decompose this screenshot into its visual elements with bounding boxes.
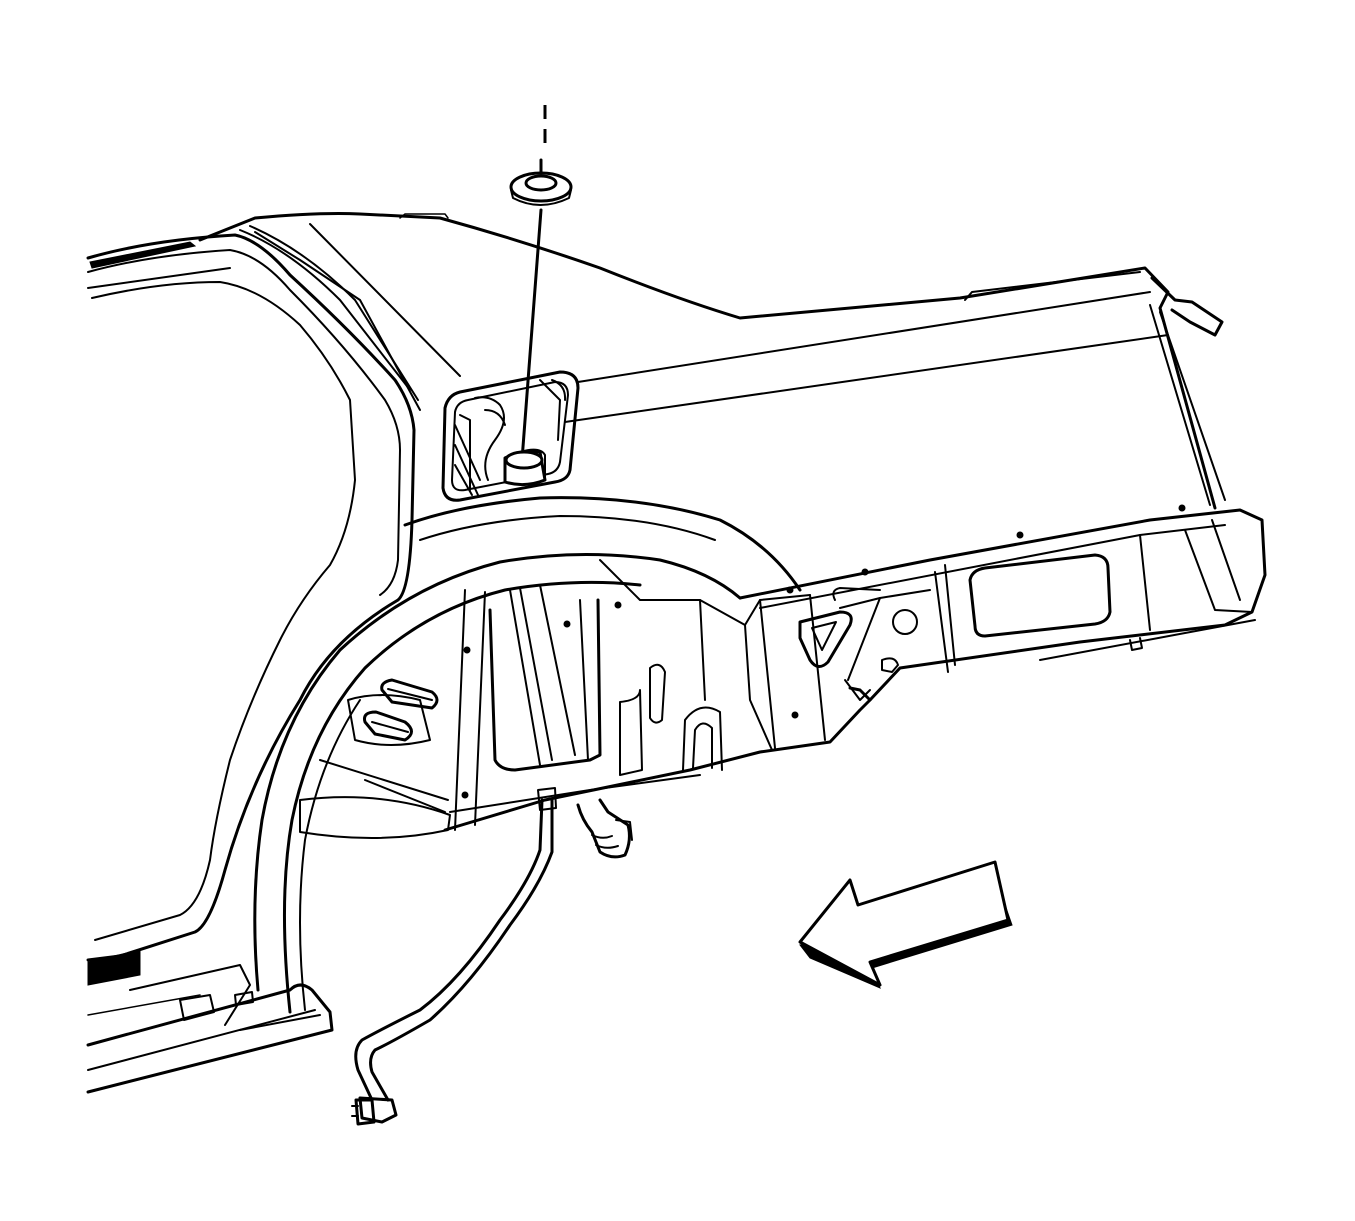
forward-direction-arrow bbox=[798, 860, 1013, 989]
rear-wheelhouse bbox=[253, 496, 802, 1014]
vent-hose bbox=[351, 787, 633, 1126]
door-opening-frame bbox=[86, 225, 419, 986]
inner-quarter-structure bbox=[363, 559, 872, 832]
rocker-panel bbox=[86, 964, 334, 1094]
upper-deck-panel bbox=[198, 212, 1226, 510]
grommet bbox=[503, 105, 573, 487]
rear-end-panel bbox=[738, 504, 1267, 702]
